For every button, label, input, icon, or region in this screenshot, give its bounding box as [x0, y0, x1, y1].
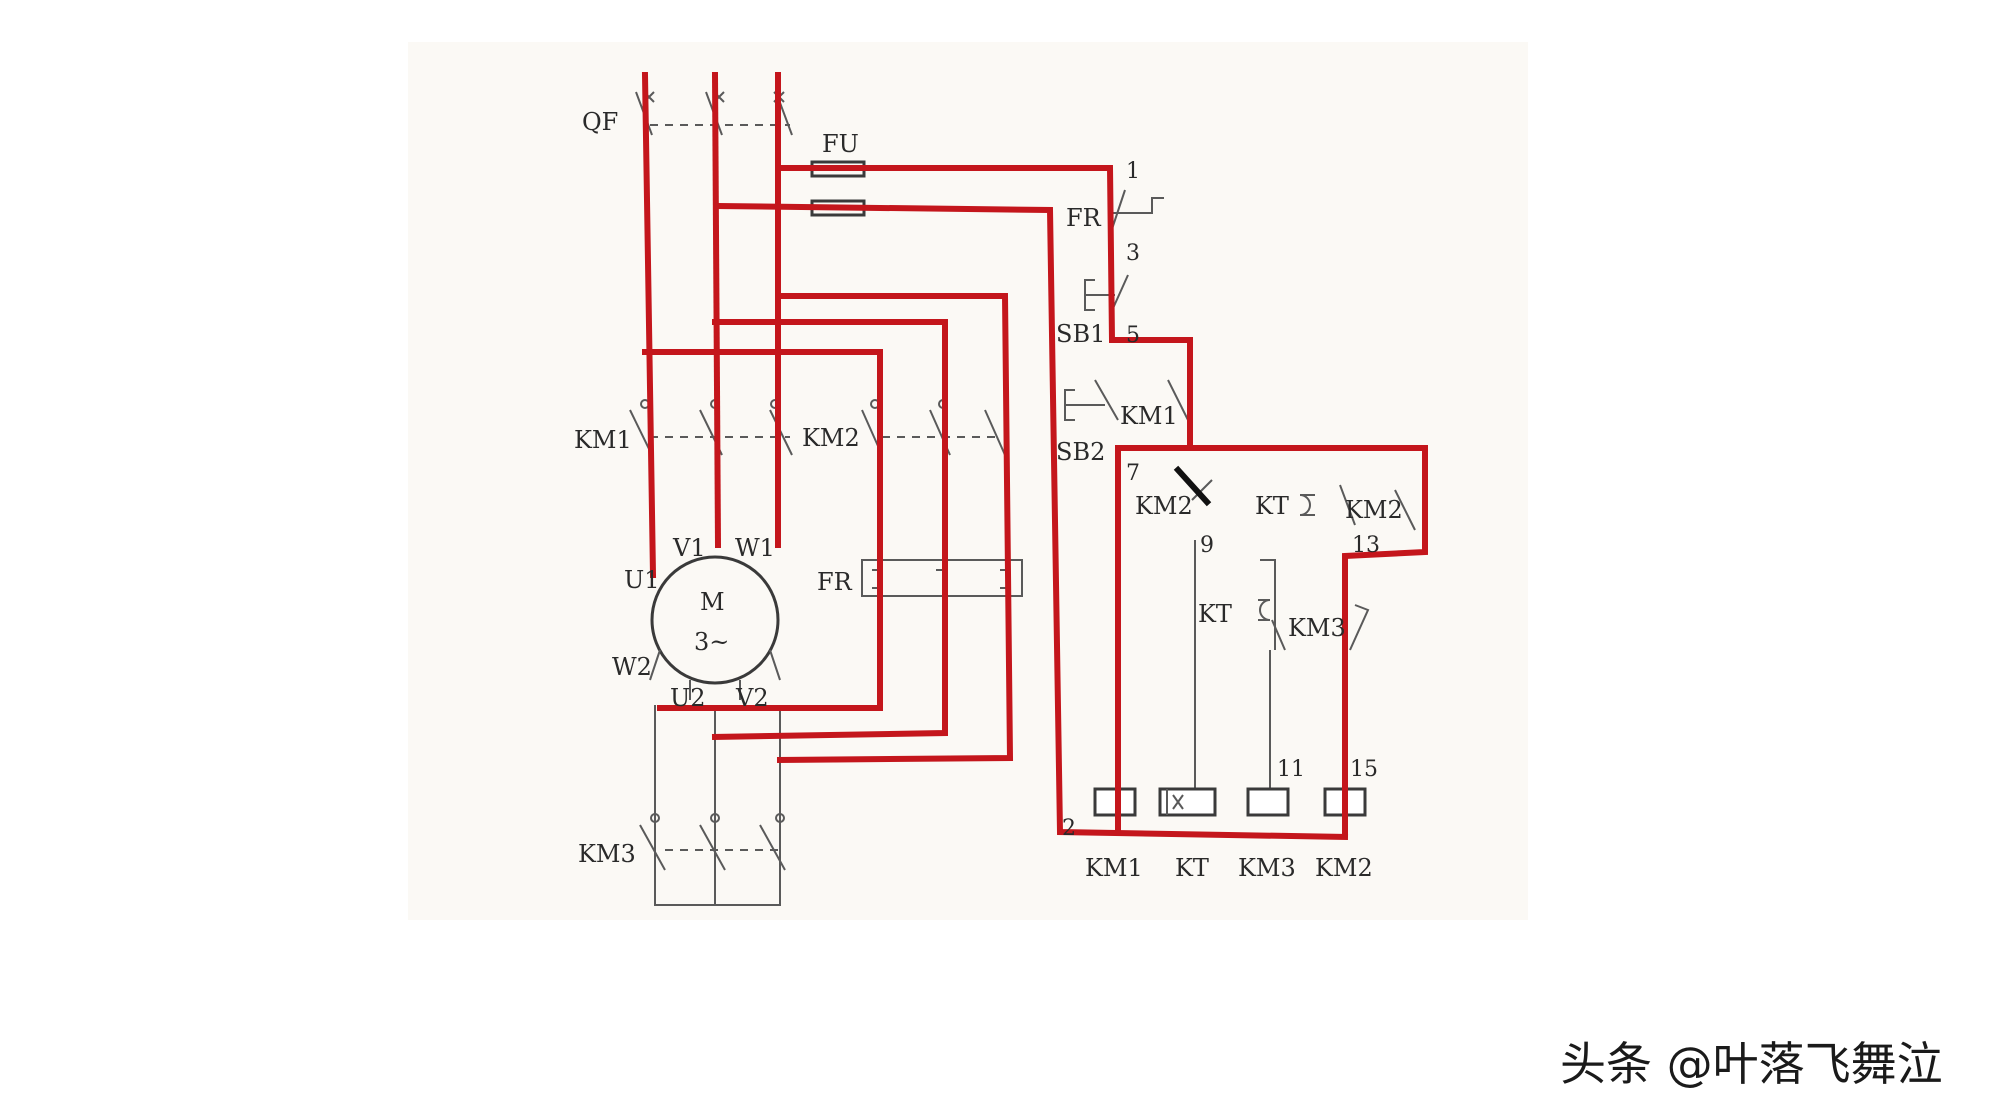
label-sb2: SB2 [1056, 438, 1105, 466]
label-coil-kt: KT [1175, 854, 1209, 882]
label-km3-nc: KM3 [1288, 614, 1346, 642]
red-control-loop [1115, 445, 1428, 835]
node-3: 3 [1126, 241, 1140, 266]
label-kt-no: KT [1255, 492, 1289, 520]
motor [650, 555, 780, 685]
component-labels: QF FU FR SB1 SB2 KM1 KM2 KM1 KM2 KT KM2 … [574, 108, 1403, 882]
label-u1: U1 [624, 566, 660, 594]
node-5: 5 [1126, 323, 1140, 348]
red-tap-2 [711, 319, 948, 741]
node-numbers: 1 3 5 7 9 13 11 15 2 [1062, 159, 1380, 841]
label-coil-km1: KM1 [1085, 854, 1143, 882]
label-sb1: SB1 [1056, 320, 1105, 348]
node-13: 13 [1352, 533, 1380, 558]
label-qf: QF [582, 108, 618, 136]
label-fr-main: FR [817, 568, 853, 596]
node-7: 7 [1126, 461, 1140, 486]
label-fu: FU [822, 130, 859, 158]
red-tap-1 [642, 349, 883, 711]
node-9: 9 [1200, 533, 1214, 558]
label-motor-m: M [700, 588, 725, 616]
label-u2: U2 [670, 684, 706, 712]
red-phase-l2 [711, 71, 722, 549]
node-2: 2 [1062, 816, 1076, 841]
red-phase-l1 [641, 71, 657, 579]
node-1: 1 [1126, 159, 1140, 184]
label-v2: V2 [735, 684, 769, 712]
label-w1: W1 [735, 534, 775, 562]
label-coil-km2: KM2 [1315, 854, 1373, 882]
label-motor-phase: 3~ [694, 628, 729, 656]
km3-contacts [639, 813, 786, 906]
watermark: 头条 @叶落飞舞泣 [1560, 1037, 1943, 1091]
paper-background [408, 42, 1528, 920]
label-v1: V1 [672, 534, 706, 562]
coil-km3 [1246, 787, 1290, 817]
label-w2: W2 [612, 653, 652, 681]
red-control-feed-2 [714, 202, 1349, 841]
red-control-feed-1 [777, 165, 1193, 451]
label-km1-aux: KM1 [1120, 402, 1178, 430]
highlighted-circuit [641, 71, 1428, 841]
label-km3-main: KM3 [578, 840, 636, 868]
label-km1-main: KM1 [574, 426, 632, 454]
label-km2-nc: KM2 [1135, 492, 1193, 520]
label-kt-nc: KT [1198, 600, 1232, 628]
red-tap-3 [775, 293, 1014, 764]
label-coil-km3: KM3 [1238, 854, 1296, 882]
label-km2-main: KM2 [802, 424, 860, 452]
coil-kt [1158, 787, 1217, 817]
km2-nc-slash [1173, 465, 1212, 507]
label-km2-no: KM2 [1345, 496, 1403, 524]
node-15: 15 [1350, 757, 1378, 782]
label-fr-top: FR [1066, 204, 1102, 232]
node-11: 11 [1277, 757, 1305, 782]
